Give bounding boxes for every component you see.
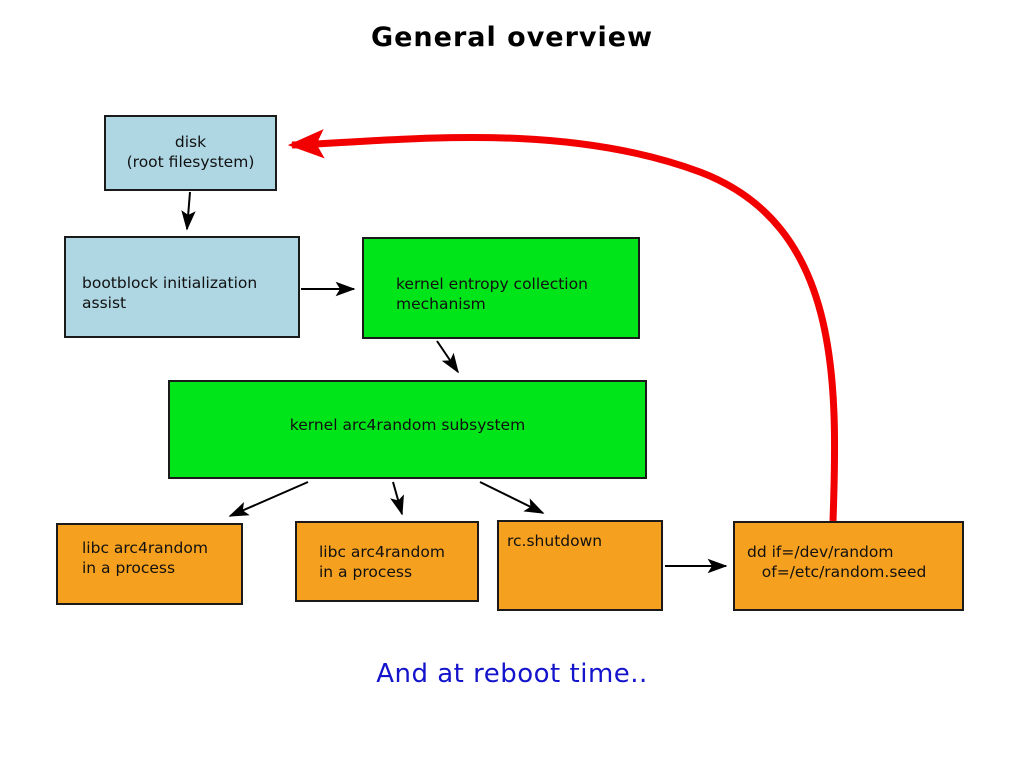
node-entropy-label: kernel entropy collection mechanism (396, 275, 588, 313)
node-disk-label: disk (root filesystem) (126, 133, 255, 171)
node-libc1-label: libc arc4random in a process (82, 539, 208, 577)
node-dd-random-seed[interactable]: dd if=/dev/random of=/etc/random.seed (733, 521, 964, 611)
footer-caption: And at reboot time.. (376, 659, 648, 689)
edge-arc4random-to-libc1 (228, 481, 309, 517)
page-title: General overview (370, 22, 654, 53)
node-libc-arc4random-process-1[interactable]: libc arc4random in a process (56, 523, 243, 605)
node-rcshutdown-label: rc.shutdown (507, 532, 603, 550)
node-rc-shutdown[interactable]: rc.shutdown (497, 520, 663, 611)
node-dd-label: dd if=/dev/random of=/etc/random.seed (747, 543, 927, 581)
edge-arc4random-to-libc2 (390, 481, 404, 516)
node-kernel-entropy-collection-mechanism[interactable]: kernel entropy collection mechanism (362, 237, 640, 339)
edge-disk-to-bootblock (181, 191, 196, 231)
node-libc2-label: libc arc4random in a process (319, 543, 445, 581)
node-disk[interactable]: disk (root filesystem) (104, 115, 277, 191)
edge-arc4random-to-rcshutdown (479, 481, 545, 514)
node-arc4random-label: kernel arc4random subsystem (289, 416, 526, 434)
edge-entropy-to-arc4random (436, 340, 459, 374)
node-bootblock-initialization-assist[interactable]: bootblock initialization assist (64, 236, 300, 338)
node-libc-arc4random-process-2[interactable]: libc arc4random in a process (295, 521, 479, 602)
node-bootblock-label: bootblock initialization assist (82, 274, 258, 312)
node-kernel-arc4random-subsystem[interactable]: kernel arc4random subsystem (168, 380, 647, 479)
